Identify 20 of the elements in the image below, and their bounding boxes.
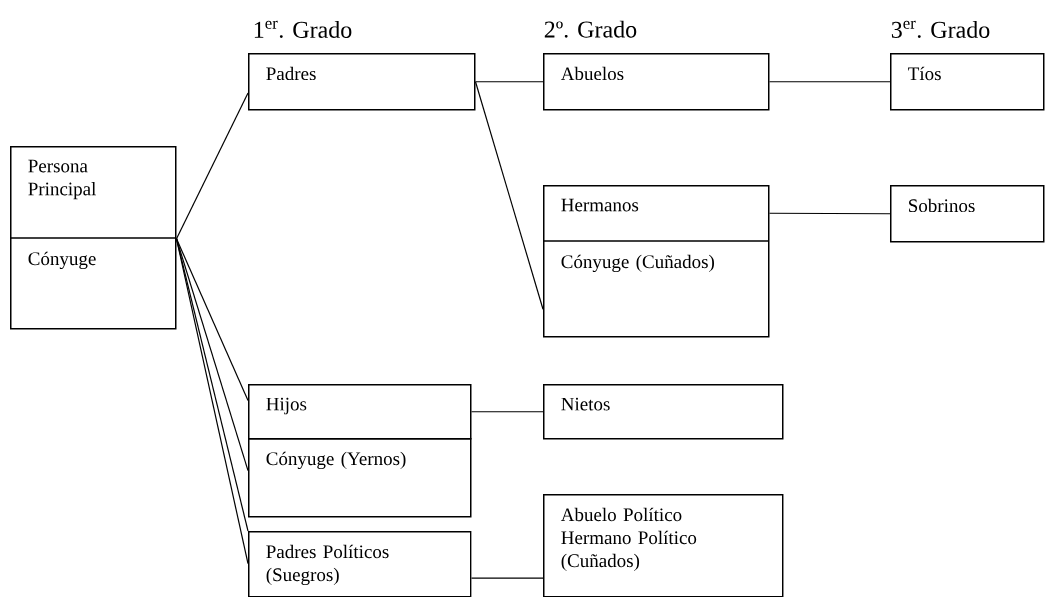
- sibling-box: Hermanos Cónyuge (Cuñados): [542, 185, 770, 338]
- relative-box: Cónyuge (Yernos): [248, 438, 472, 518]
- relative-box: Padres Políticos (Suegros): [248, 531, 472, 597]
- relative-box: Abuelos: [543, 53, 770, 111]
- connector-line: [768, 212, 891, 215]
- connector-line: [470, 577, 544, 579]
- connector-line: [474, 81, 544, 83]
- relative-box: Hijos: [248, 384, 472, 440]
- connector-line: [768, 81, 891, 83]
- relative-box: Tíos: [890, 53, 1045, 111]
- relative-box: Abuelo Político Hermano Político (Cuñados): [543, 494, 784, 597]
- relative-box: Sobrinos: [890, 185, 1045, 243]
- person-box: Persona Principal Cónyuge: [9, 146, 177, 330]
- connector-line: [470, 411, 544, 413]
- connector-line: [474, 81, 544, 310]
- connector-line: [175, 92, 249, 240]
- column-heading: 2º. Grado: [544, 20, 637, 38]
- relative-box: Nietos: [543, 384, 784, 440]
- connector-line: [175, 238, 249, 402]
- relative-box: Padres: [248, 53, 476, 111]
